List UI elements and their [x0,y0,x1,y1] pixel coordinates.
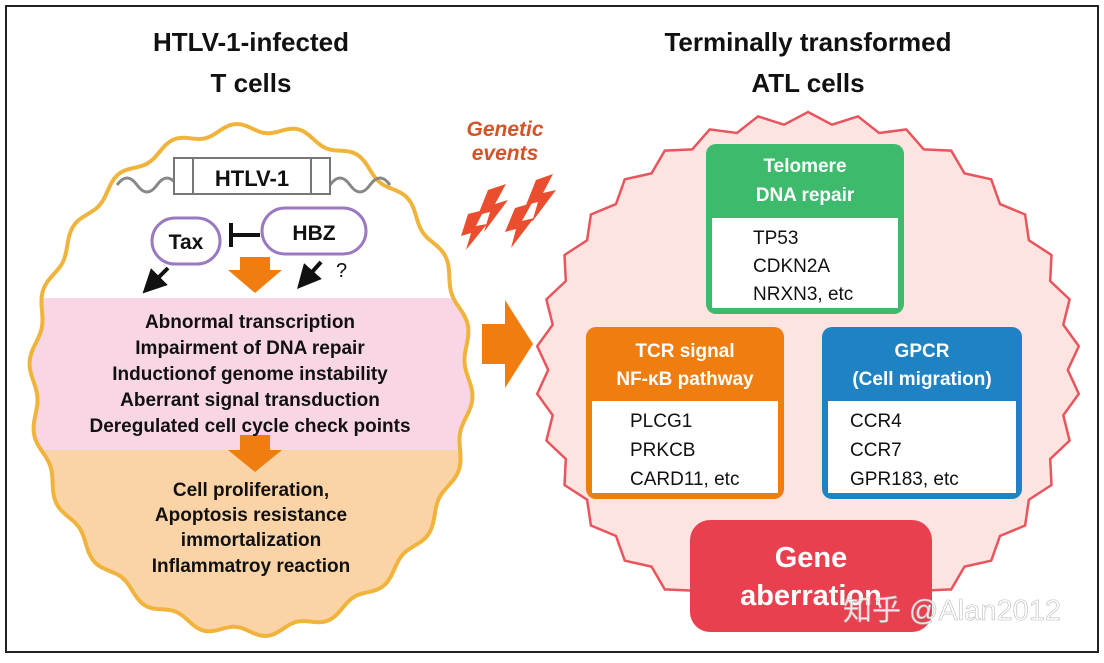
gene-item: TP53 [753,228,798,249]
gene-item: PRKCB [630,440,695,461]
lightning-bolt-icon [478,184,508,232]
hbz-label: HBZ [292,222,335,245]
watermark: 知乎 @Alan2012 [843,594,1061,627]
gene-item: NRXN3, etc [753,284,853,305]
lightning-bolt-icon [526,174,556,222]
orange-down-arrow-2 [228,435,282,472]
box-header-line2: (Cell migration) [852,369,991,390]
gene-list-panel [592,401,778,493]
gene-item: PLCG1 [630,411,692,432]
effect-item: Aberrant signal transduction [120,390,380,411]
gene-item: CCR7 [850,440,902,461]
right-title-line2: ATL cells [751,68,864,98]
effect-item: Deregulated cell cycle check points [89,416,410,437]
htlv1-provirus [173,157,331,195]
unknown-mark: ? [336,260,347,282]
right-title-line1: Terminally transformed [664,27,951,57]
effects-band [30,298,473,450]
effect-item: Abnormal transcription [145,312,355,333]
box-header-line2: DNA repair [756,185,855,206]
orange-down-arrow-1 [228,257,282,293]
gene-item: CARD11, etc [630,469,739,490]
lightning-bolt-icon [505,203,534,248]
genetic-events-line2: events [472,142,539,165]
tax-effect-arrow [142,266,170,294]
effect-item: Impairment of DNA repair [135,338,365,359]
hbz-effect-arrow [297,260,323,289]
lightning-bolts [461,174,556,250]
host-dna-right [328,176,392,194]
effect-item: Inductionof genome instability [112,364,388,385]
gene-list-panel [712,218,898,308]
box-header-line1: GPCR [895,341,950,362]
infected-cell-outline [27,122,475,638]
outcome-item: Apoptosis resistance [155,505,347,526]
gene-item: CCR4 [850,411,902,432]
box-header-line1: Telomere [763,156,846,177]
gene-aberration-line1: Gene [775,542,848,574]
outcome-item: Cell proliferation, [173,480,329,501]
box-header-line2: NF-κB pathway [616,369,754,390]
lightning-bolt-icon [461,210,487,250]
left-title-line2: T cells [211,68,292,98]
tax-label: Tax [169,231,204,254]
tax-protein [150,216,222,266]
htlv1-label: HTLV-1 [215,166,289,191]
box-header-line1: TCR signal [635,341,734,362]
gene-item: GPR183, etc [850,469,959,490]
hbz-protein [260,206,368,256]
left-title-line1: HTLV-1-infected [153,27,349,57]
pathway-box-tcr: TCR signal NF-κB pathway PLCG1 PRKCB CAR… [586,327,784,499]
host-dna-left [115,176,179,194]
transformation-arrow [482,300,533,388]
outcome-item: Inflammatroy reaction [152,556,351,577]
gene-aberration-badge [690,520,932,632]
outcome-item: immortalization [181,530,321,551]
gene-list-panel [828,401,1016,493]
pathway-box-gpcr: GPCR (Cell migration) CCR4 CCR7 GPR183, … [822,327,1022,499]
gene-aberration-line2: aberration [740,580,882,612]
genetic-events-line1: Genetic [466,118,543,141]
gene-item: CDKN2A [753,256,830,277]
pathway-box-telomere: Telomere DNA repair TP53 CDKN2A NRXN3, e… [706,144,904,314]
